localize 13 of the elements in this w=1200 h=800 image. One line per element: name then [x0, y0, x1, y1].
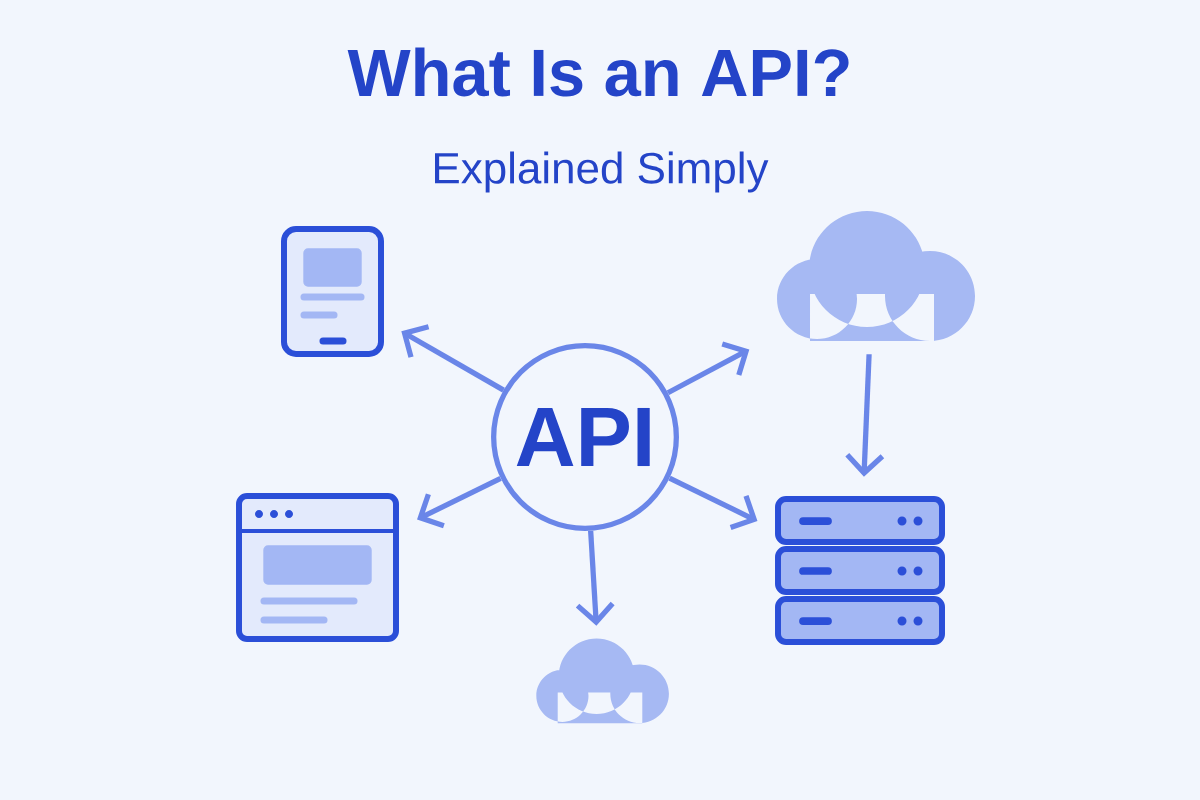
cloud-icon	[777, 211, 975, 341]
title: What Is an API?	[347, 47, 849, 97]
arrow	[575, 530, 615, 626]
browser-window-drawing	[236, 493, 399, 642]
cloud-icon	[536, 638, 669, 724]
arrow	[401, 324, 505, 393]
phone-drawing	[281, 226, 384, 357]
server-stack-drawing	[775, 496, 945, 645]
arrow	[666, 341, 750, 396]
subtitle: Explained Simply	[435, 151, 769, 193]
arrow	[668, 475, 758, 530]
arrow	[417, 476, 502, 529]
arrow	[845, 354, 885, 477]
